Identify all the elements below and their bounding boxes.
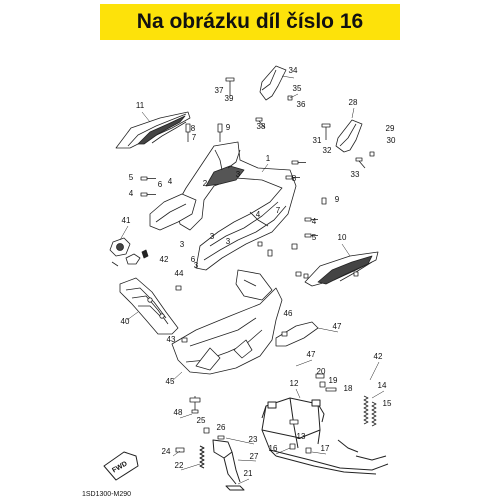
callout-c4: 4 <box>129 189 134 198</box>
callout-c3c: 3 <box>180 240 185 249</box>
banner-text: Na obrázku díl číslo 16 <box>136 10 364 33</box>
callout-c4c: 4 <box>256 210 261 219</box>
callout-c15: 15 <box>383 399 392 408</box>
part-15-spring <box>363 395 377 427</box>
callout-c33: 33 <box>351 170 360 179</box>
callout-c47b: 47 <box>307 350 316 359</box>
callout-c18: 18 <box>344 384 353 393</box>
callout-c7: 7 <box>192 133 197 142</box>
part-11-side-cover <box>115 111 191 149</box>
bolts-and-fasteners <box>140 77 375 454</box>
part-10-side-cover <box>304 251 379 287</box>
callout-c41: 41 <box>122 216 131 225</box>
callout-c17: 17 <box>321 444 330 453</box>
callout-c6b: 6 <box>191 255 196 264</box>
callout-c38: 38 <box>257 122 266 131</box>
part-1-main-frame-cover <box>175 141 297 271</box>
callout-c32: 32 <box>323 146 332 155</box>
callout-c3e: 3 <box>210 232 215 241</box>
callout-c39: 39 <box>225 94 234 103</box>
callout-c9b: 9 <box>335 195 340 204</box>
callout-c13: 13 <box>297 432 306 441</box>
diagram-code: 1SD1300-M290 <box>82 491 131 498</box>
part-41-lock-assembly <box>109 237 149 267</box>
callout-c1: 1 <box>266 154 271 163</box>
callout-c42: 42 <box>160 255 169 264</box>
callout-c29: 29 <box>386 124 395 133</box>
callout-c3b: 3 <box>226 237 231 246</box>
callout-c31: 31 <box>313 136 322 145</box>
callout-c26: 26 <box>217 423 226 432</box>
callout-c36: 36 <box>297 100 306 109</box>
callout-c3: 3 <box>236 170 241 179</box>
side-stand-assembly <box>199 439 245 491</box>
part-34-bracket <box>259 65 287 101</box>
callout-c19: 19 <box>329 376 338 385</box>
callout-c28: 28 <box>349 98 358 107</box>
callout-c11: 11 <box>136 101 145 110</box>
callout-c7b: 7 <box>276 206 281 215</box>
callout-c45: 45 <box>166 377 175 386</box>
callout-c6: 6 <box>158 180 163 189</box>
part-28-bracket <box>335 119 363 153</box>
callout-c48: 48 <box>174 408 183 417</box>
callout-c3d: 3 <box>194 261 199 270</box>
callout-c46: 46 <box>284 309 293 318</box>
part-40-footrest-plate <box>119 277 179 335</box>
title-banner: Na obrázku díl číslo 16 <box>100 4 400 40</box>
callout-c44: 44 <box>175 269 184 278</box>
callout-c43: 43 <box>167 335 176 344</box>
callout-c2: 2 <box>203 179 208 188</box>
callout-c47: 47 <box>333 322 342 331</box>
callout-c34: 34 <box>289 66 298 75</box>
callout-c5: 5 <box>129 173 134 182</box>
callout-c27: 27 <box>250 452 259 461</box>
callout-c40: 40 <box>121 317 130 326</box>
callout-c30: 30 <box>387 136 396 145</box>
callout-c4b: 4 <box>168 177 173 186</box>
callout-c37: 37 <box>215 86 224 95</box>
part-47-side-panel <box>275 321 319 347</box>
callout-c14: 14 <box>378 381 387 390</box>
callout-c23: 23 <box>249 435 258 444</box>
callout-c42b: 42 <box>374 352 383 361</box>
part-left-bracket <box>149 193 197 231</box>
callout-c22: 22 <box>175 461 184 470</box>
callout-c24: 24 <box>162 447 171 456</box>
callout-c35: 35 <box>293 84 302 93</box>
callout-c21: 21 <box>244 469 253 478</box>
callout-c10: 10 <box>338 233 347 242</box>
callout-c25: 25 <box>197 416 206 425</box>
callout-c8b: 8 <box>292 174 297 183</box>
callout-c5b: 5 <box>312 233 317 242</box>
callout-c16: 16 <box>269 444 278 453</box>
part-45-lower-cover <box>171 269 283 375</box>
callout-c4d: 4 <box>312 217 317 226</box>
callout-c12: 12 <box>290 379 299 388</box>
center-stand-assembly <box>261 397 389 475</box>
callout-c8: 8 <box>191 124 196 133</box>
fwd-arrow-icon: FWD <box>103 451 139 481</box>
callout-c9: 9 <box>226 123 231 132</box>
leader-lines <box>119 75 385 485</box>
callout-c20: 20 <box>317 367 326 376</box>
